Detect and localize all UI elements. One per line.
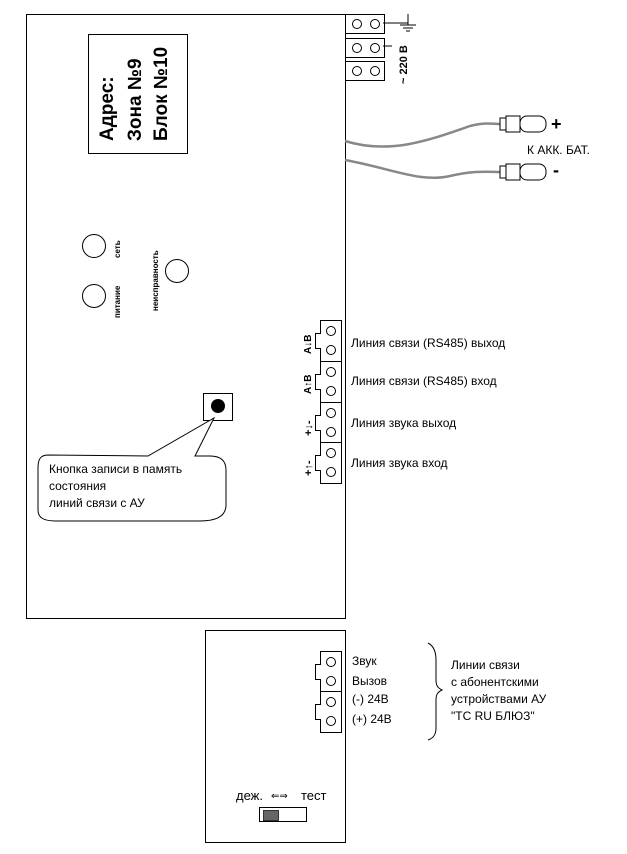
network-led: [82, 234, 106, 258]
battery-plus-connector: [499, 115, 547, 133]
switch-arrows-icon: ⇐⇒: [271, 791, 288, 802]
battery-plus-label: +: [551, 114, 562, 134]
record-button[interactable]: [211, 399, 225, 413]
address-plate: Адрес: Зона №9 Блок №10: [88, 34, 188, 154]
battery-plus-wire: [344, 122, 501, 148]
switch-test-label: тест: [301, 788, 327, 803]
switch-duty-label: деж.: [236, 788, 263, 803]
record-callout-text-1: Кнопка записи в память: [49, 462, 183, 476]
mains-pin-2: [345, 61, 385, 81]
battery-minus-wire: [344, 158, 501, 180]
sound-line-label: Звук: [352, 654, 377, 668]
subscriber-lines-note-3: устройствами АУ: [451, 692, 547, 706]
audio-out-terminal: [315, 402, 342, 444]
record-callout-bubble: [37, 416, 227, 522]
record-callout-text-2: состояния: [49, 479, 107, 493]
mode-switch-slider[interactable]: [263, 810, 279, 821]
rs485-in-label: Линия связи (RS485) вход: [351, 374, 497, 388]
subscriber-lines-note-4: "ТС RU БЛЮЗ": [451, 709, 535, 723]
battery-label: К АКК. БАТ.: [527, 143, 590, 157]
power-24v-terminal: [315, 691, 342, 733]
ground-icon: [383, 14, 416, 32]
call-line-label: Вызов: [352, 674, 388, 688]
battery-minus-connector: [499, 163, 547, 181]
plus-24v-label: (+) 24В: [352, 712, 392, 726]
record-callout-text-3: линий связи с АУ: [49, 496, 145, 510]
subscriber-lines-brace: [427, 642, 444, 741]
minus-24v-label: (-) 24В: [352, 692, 389, 706]
subscriber-lines-note-2: с абонентскими: [451, 675, 539, 689]
subscriber-lines-note-1: Линии связи: [451, 658, 520, 672]
mains-ground-pin: [345, 14, 385, 34]
battery-minus-label: -: [553, 160, 559, 180]
rs485-out-terminal: [315, 320, 342, 362]
fault-led: [165, 259, 189, 283]
rs485-out-label: Линия связи (RS485) выход: [351, 336, 506, 350]
audio-in-label: Линия звука вход: [351, 456, 448, 470]
audio-in-terminal: [315, 442, 342, 484]
mains-pin-1: [345, 38, 385, 58]
power-led: [82, 284, 106, 308]
audio-out-label: Линия звука выход: [351, 416, 457, 430]
